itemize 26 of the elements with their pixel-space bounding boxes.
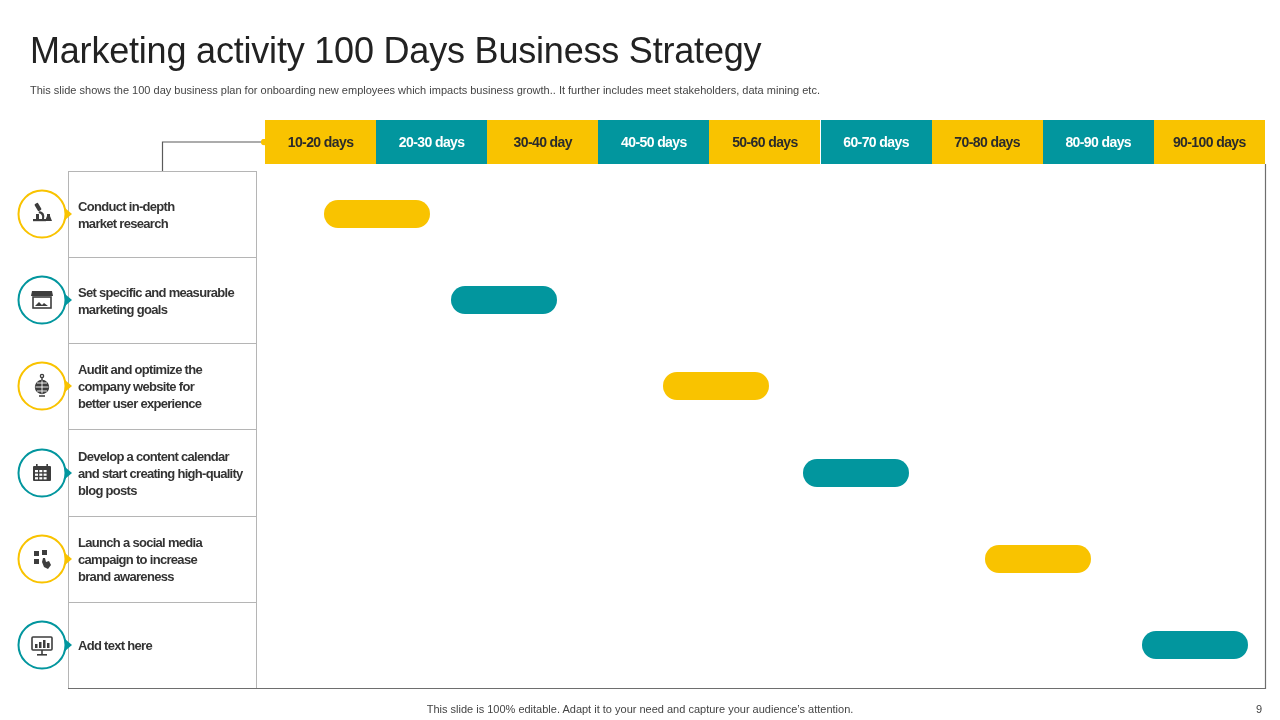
task-column [68, 171, 257, 688]
day-range-header: 80-90 days [1042, 120, 1154, 164]
day-range-header: 40-50 days [598, 120, 710, 164]
task-text: Conduct in-depth market research [78, 197, 176, 232]
day-range-header: 60-70 days [820, 120, 932, 164]
day-range-header: 10-20 days [265, 120, 377, 164]
task-text: Develop a content calendar and start creating high-quality blog posts [78, 447, 244, 499]
gantt-bar [451, 286, 557, 315]
gantt-bar [663, 372, 769, 401]
gantt-bar [985, 544, 1091, 573]
footer-note: This slide is 100% editable. Adapt it to your need and capture your audience’s attention. [426, 703, 854, 716]
slide-title: Marketing activity 100 Days Business Strategy [30, 30, 762, 72]
day-range-header: 30-40 day [487, 120, 599, 164]
task-text: Launch a social media campaign to increase brand awareness [78, 533, 204, 585]
page-number: 9 [1255, 703, 1262, 716]
day-range-header: 70-80 days [931, 120, 1043, 164]
subtitle-text: This slide shows the 100 day business plan for onboarding new employees which impacts business growth.. It further includes meet stakeholders, data mining etc. [30, 84, 820, 97]
task-text: Add text here [78, 637, 152, 655]
day-range-header: 50-60 days [709, 120, 821, 164]
day-range-header: 90-100 days [1153, 120, 1265, 164]
gantt-bar [803, 458, 909, 487]
task-text: Audit and optimize the company website for better user experience [78, 361, 204, 413]
task-text: Set specific and measurable marketing goals [78, 283, 236, 318]
day-range-header: 20-30 days [376, 120, 488, 164]
gantt-bar [324, 200, 430, 229]
gantt-bar [1142, 630, 1248, 659]
